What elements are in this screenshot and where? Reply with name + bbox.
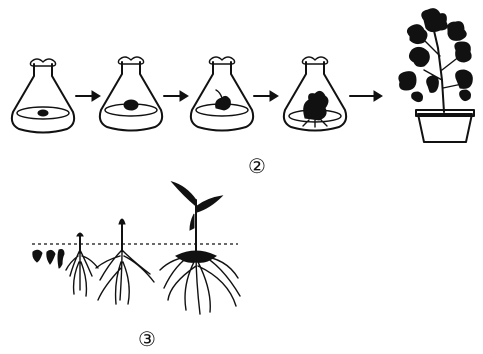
arrow-1 (76, 91, 100, 101)
arrow-2 (164, 91, 188, 101)
flask-with-explant-icon (12, 59, 74, 133)
label-row-2: ② (248, 156, 266, 176)
arrow-3 (254, 91, 278, 101)
flask-with-plantlet-icon (284, 57, 346, 131)
potted-chrysanthemum-icon (399, 9, 474, 142)
seedling-growth-icon (66, 233, 98, 296)
seed-icon (33, 250, 64, 269)
seedling-stage-2 (96, 219, 154, 304)
label-row-3: ③ (138, 329, 156, 349)
arrow-4 (350, 91, 382, 101)
seedling-stage-3 (160, 182, 240, 314)
flask-with-bud-icon (191, 57, 253, 131)
flask-with-callus-icon (100, 57, 162, 131)
